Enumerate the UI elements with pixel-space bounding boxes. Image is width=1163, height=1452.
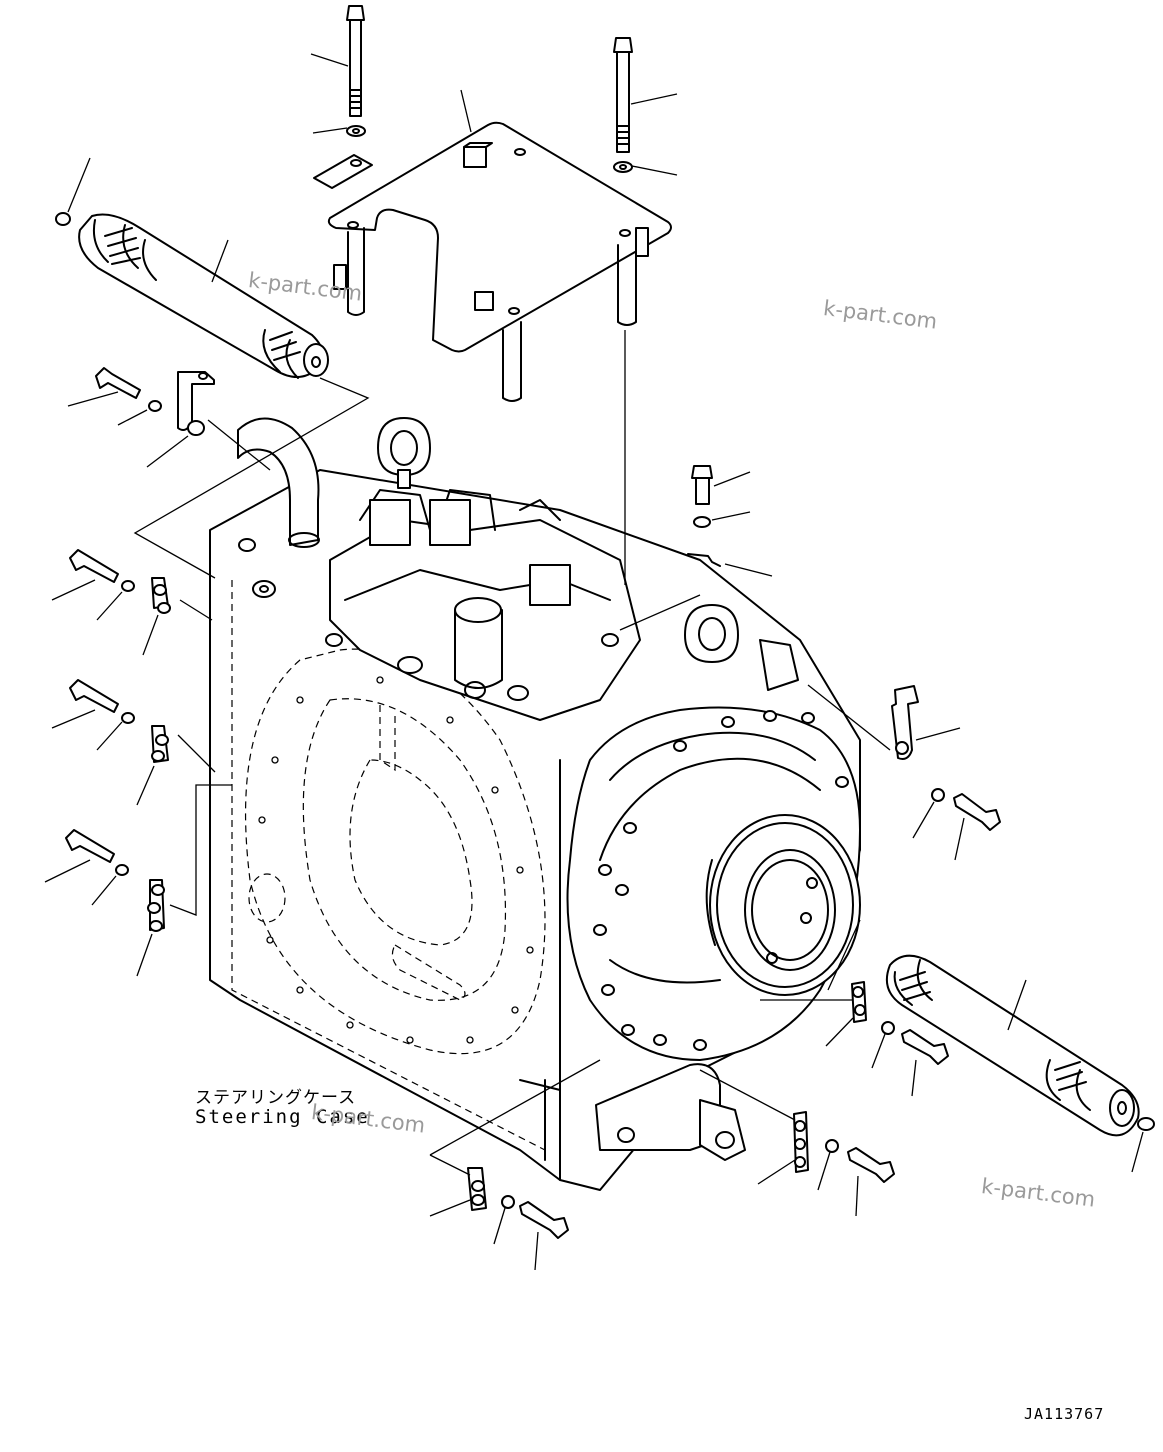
- transmission-case: [209, 417, 861, 1191]
- cover-plate: [327, 121, 672, 402]
- washer-right-2: [881, 1021, 895, 1035]
- long-bolt-right: [613, 37, 633, 153]
- small-clip-top-left: [313, 154, 373, 189]
- washer-left-1: [148, 400, 162, 412]
- washer-top-right: [613, 161, 633, 173]
- clip-left-4: [147, 879, 165, 932]
- output-shaft-left: [78, 213, 329, 379]
- drawing-number: JA113767: [1024, 1405, 1105, 1423]
- washer-right-3: [825, 1139, 839, 1153]
- bolt-right-1: [953, 793, 1001, 831]
- left-face-bolt-holes: [258, 676, 534, 1044]
- bolt-left-4: [65, 829, 115, 863]
- callout-leaders: [44, 53, 1144, 1271]
- flange-ring-bolts: [593, 710, 849, 1051]
- washer-right-1: [931, 788, 945, 802]
- long-bolt-left: [346, 5, 365, 117]
- bolt-top-right: [691, 465, 713, 505]
- plug-bottom-right: [1137, 1117, 1155, 1131]
- washer-left-2: [121, 580, 135, 592]
- case-label-english: Steering Case: [195, 1106, 370, 1128]
- plug-top-left: [55, 212, 71, 226]
- bolt-right-2: [901, 1029, 949, 1065]
- washer-bottom: [501, 1195, 515, 1209]
- bolt-bottom: [519, 1201, 569, 1239]
- clip-right-3: [793, 1111, 809, 1173]
- clip-left-3: [151, 725, 169, 763]
- bolt-right-3: [847, 1147, 895, 1183]
- case-label-japanese: ステアリングケース: [195, 1088, 357, 1108]
- clip-left-2: [151, 577, 171, 614]
- bolt-left-1: [95, 367, 141, 399]
- washer-top-right-2: [693, 516, 711, 528]
- clip-right-2: [851, 981, 867, 1023]
- output-shaft-right: [886, 954, 1140, 1137]
- bracket-right: [891, 685, 919, 760]
- washer-top-left: [346, 125, 366, 137]
- wire-clip: [687, 553, 721, 567]
- washer-left-3: [121, 712, 135, 724]
- clip-bottom: [467, 1167, 487, 1211]
- bolt-left-2: [69, 549, 119, 583]
- bolt-left-3: [69, 679, 119, 713]
- washer-left-4: [115, 864, 129, 876]
- bracket-top-left: [177, 371, 215, 436]
- assembly-guide-lines: [133, 330, 891, 1176]
